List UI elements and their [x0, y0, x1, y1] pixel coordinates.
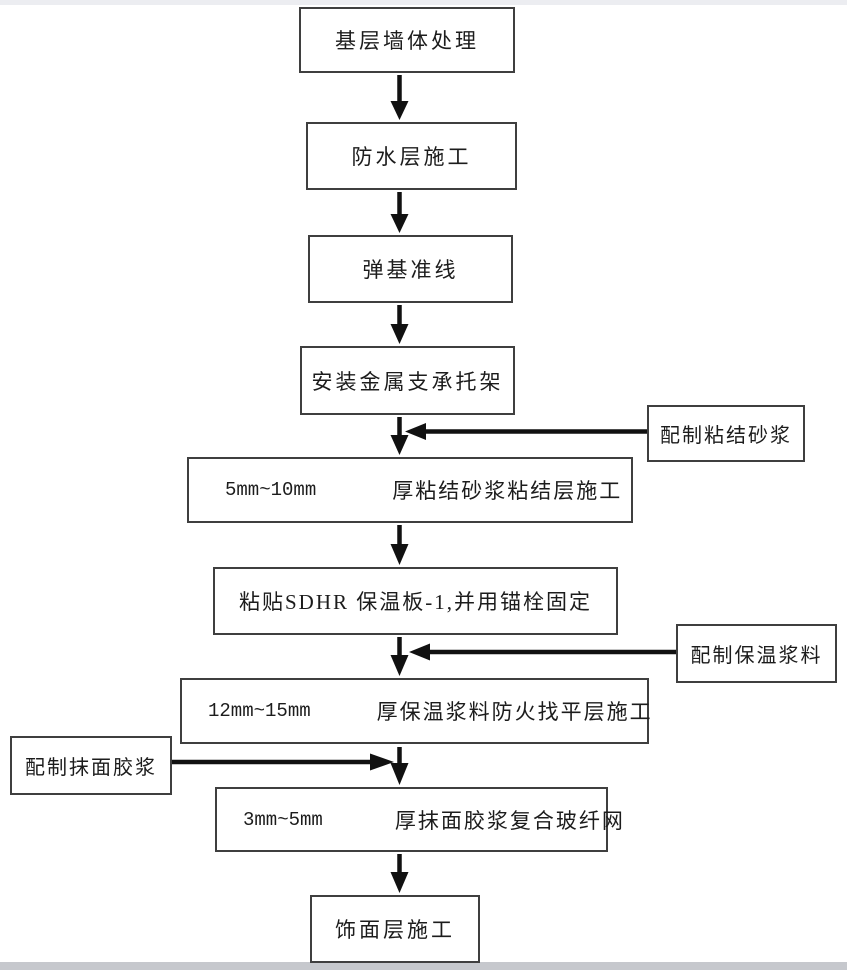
- flow-step-label: 防水层施工: [351, 145, 472, 169]
- flow-step-label: 粘贴SDHR 保温板-1,并用锚栓固定: [238, 590, 592, 614]
- arrow-step3-step4: [390, 305, 409, 344]
- arrow-step5-step6: [390, 525, 409, 565]
- side-input-label: 配制保温浆料: [690, 645, 823, 667]
- side-input-prepare-bonding-mortar: 配制粘结砂浆: [647, 405, 805, 462]
- flow-step-snap-reference-line: 弹基准线: [308, 235, 513, 303]
- flow-step-label: 厚粘结砂浆粘结层施工: [392, 479, 623, 503]
- arrow-side3-to-flow: [172, 753, 394, 771]
- flow-step-finish-layer: 饰面层施工: [310, 895, 480, 963]
- flow-step-waterproof-layer: 防水层施工: [306, 122, 517, 190]
- flow-step-install-metal-bracket: 安装金属支承托架: [300, 346, 515, 415]
- arrow-step7-step8: [390, 747, 409, 785]
- flow-step-paste-insulation-board: 粘贴SDHR 保温板-1,并用锚栓固定: [213, 567, 618, 635]
- flow-step-label: 安装金属支承托架: [311, 369, 504, 394]
- arrow-side1-to-flow: [405, 423, 647, 440]
- flow-step-base-wall-treatment: 基层墙体处理: [299, 7, 515, 73]
- scan-edge-top: [0, 0, 847, 5]
- side-input-label: 配制抹面胶浆: [25, 757, 157, 779]
- arrow-step6-step7: [390, 637, 409, 676]
- flow-step-label: 弹基准线: [362, 258, 459, 282]
- arrow-side2-to-flow: [409, 643, 676, 661]
- arrow-step8-step9: [390, 854, 409, 893]
- flow-step-label: 厚保温浆料防火找平层施工: [376, 700, 653, 724]
- side-input-prepare-insulation-slurry: 配制保温浆料: [676, 624, 837, 683]
- arrow-step4-step5: [390, 417, 409, 455]
- thickness-range: 3mm~5mm: [243, 808, 323, 831]
- flow-step-insulation-slurry-leveling: 12mm~15mm 厚保温浆料防火找平层施工: [180, 678, 651, 744]
- side-input-prepare-render-mortar: 配制抹面胶浆: [10, 736, 172, 795]
- thickness-range: 12mm~15mm: [208, 700, 311, 722]
- flow-step-label: 厚抹面胶浆复合玻纤网: [394, 808, 625, 833]
- scan-edge-bottom: [0, 962, 847, 970]
- flow-step-label: 饰面层施工: [335, 918, 455, 942]
- flow-step-render-mortar-fiberglass-mesh: 3mm~5mm 厚抹面胶浆复合玻纤网: [215, 787, 623, 852]
- arrow-step2-step3: [390, 192, 409, 233]
- side-input-label: 配制粘结砂浆: [660, 425, 792, 447]
- flow-step-bonding-mortar-layer: 5mm~10mm 厚粘结砂浆粘结层施工: [187, 457, 633, 523]
- thickness-range: 5mm~10mm: [225, 479, 317, 501]
- arrow-step1-step2: [390, 75, 409, 120]
- flow-step-label: 基层墙体处理: [335, 29, 479, 53]
